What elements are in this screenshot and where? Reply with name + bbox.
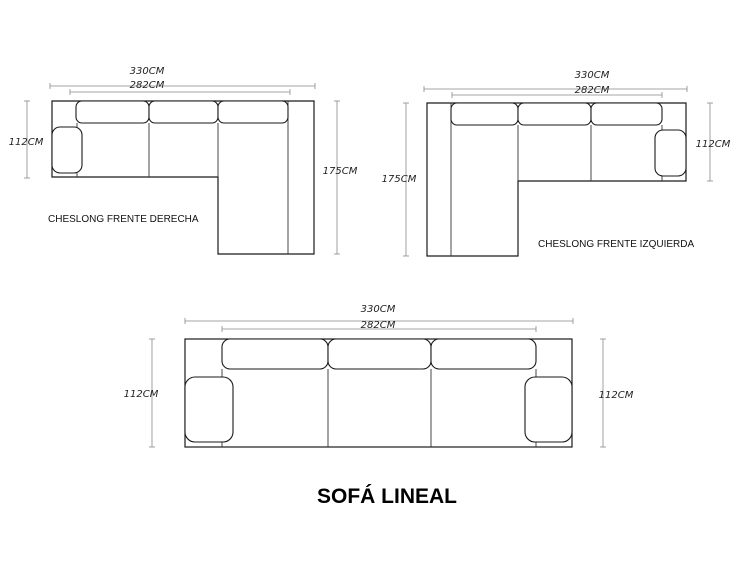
linear-dimensions	[149, 318, 606, 448]
back-cushion	[221, 338, 329, 370]
left-chaise-outline	[426, 102, 687, 257]
right-chaise-sofa: 330CM 282CM 112CM 175CM CHESLONG FRENTE …	[9, 66, 358, 255]
armrest-cushion	[654, 129, 687, 177]
back-cushion	[217, 100, 289, 124]
back-cushion	[75, 100, 150, 124]
right-chaise-outline	[51, 100, 315, 255]
right-chaise-inner-width: 282CM	[130, 80, 165, 91]
back-cushion	[148, 100, 219, 124]
left-chaise-outer-width: 330CM	[575, 70, 610, 81]
diagram-title: SOFÁ LINEAL	[317, 485, 457, 508]
left-chaise-dimensions	[403, 86, 713, 257]
right-chaise-caption: CHESLONG FRENTE DERECHA	[48, 214, 199, 225]
left-chaise-inner-width: 282CM	[575, 85, 610, 96]
armrest-cushion	[184, 376, 234, 443]
right-chaise-outer-width: 330CM	[130, 66, 165, 77]
left-chaise-caption: CHESLONG FRENTE IZQUIERDA	[538, 239, 694, 250]
left-chaise-sofa: 330CM 282CM 175CM 112CM CHESLONG FRENTE …	[382, 70, 731, 257]
right-chaise-dimensions	[24, 83, 340, 255]
linear-depth-left: 112CM	[124, 389, 159, 400]
linear-sofa: 330CM 282CM 112CM 112CM	[124, 304, 634, 448]
back-cushion	[517, 102, 592, 126]
right-chaise-length: 175CM	[323, 166, 358, 177]
linear-inner-width: 282CM	[361, 320, 396, 331]
linear-outer-width: 330CM	[361, 304, 396, 315]
armrest-cushion	[51, 126, 83, 174]
linear-depth-right: 112CM	[599, 390, 634, 401]
back-cushion	[590, 102, 663, 126]
left-chaise-length: 175CM	[382, 174, 417, 185]
right-chaise-depth: 112CM	[9, 137, 44, 148]
back-cushion	[430, 338, 537, 370]
back-cushion	[450, 102, 519, 126]
armrest-cushion	[524, 376, 573, 443]
left-chaise-depth: 112CM	[696, 139, 731, 150]
back-cushion	[327, 338, 432, 370]
